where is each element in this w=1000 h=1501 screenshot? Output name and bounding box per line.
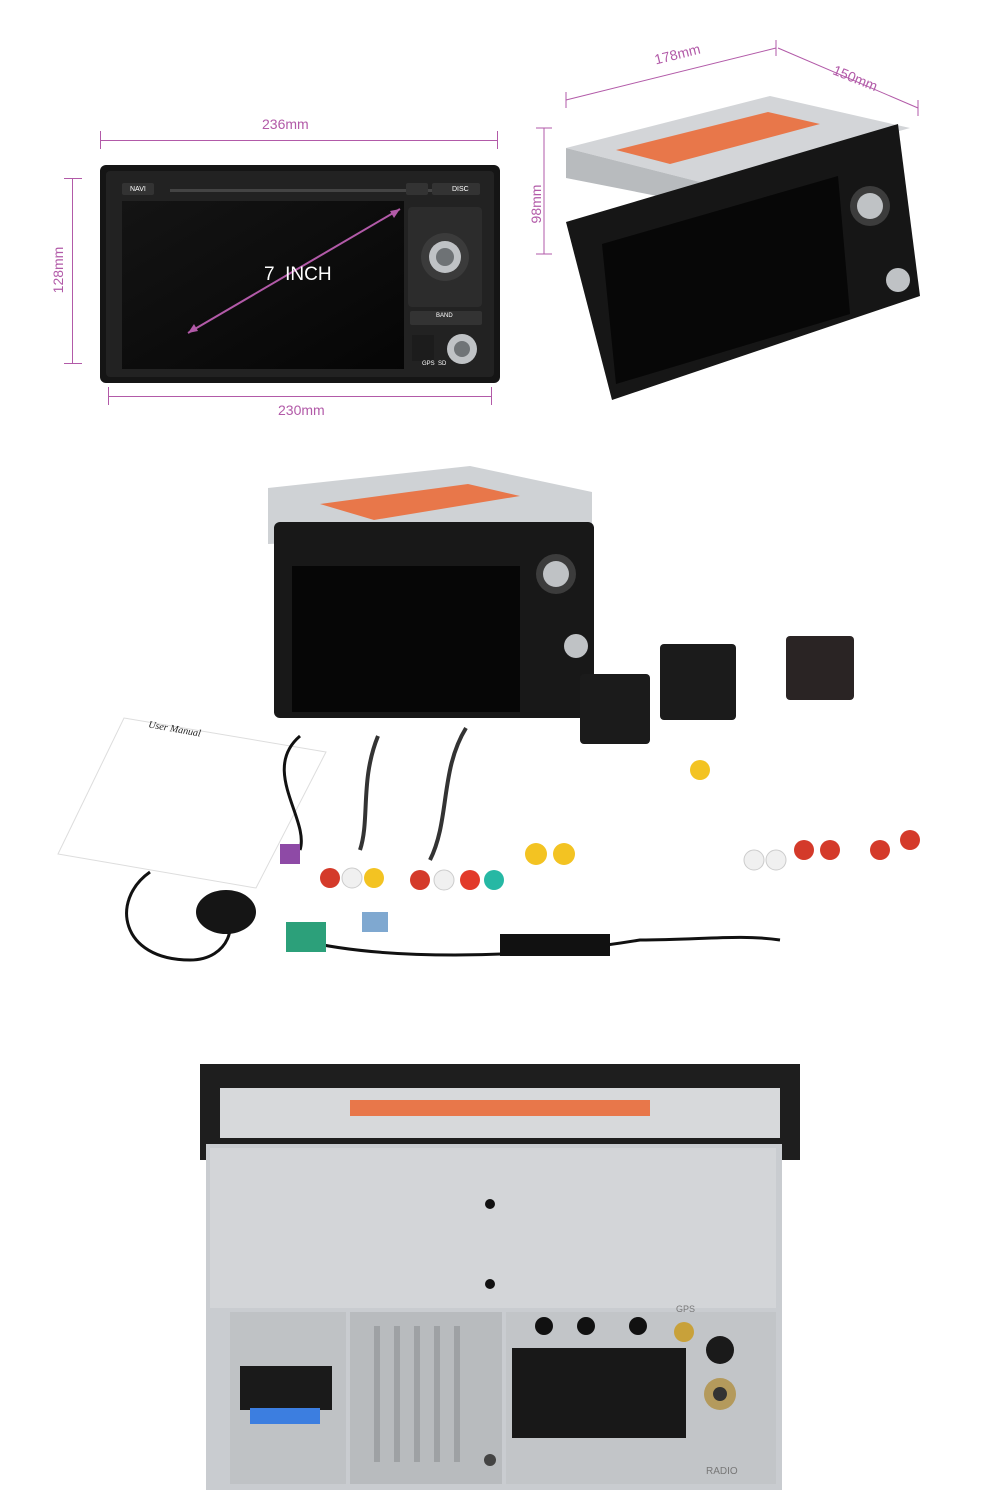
dim-front-width-bottom: 230mm bbox=[278, 402, 325, 418]
dim-depth-line bbox=[536, 40, 920, 400]
package-contents-panel: User Manual bbox=[0, 440, 1000, 1000]
band-label: BAND bbox=[436, 313, 453, 319]
dim-front-height: 128mm bbox=[50, 246, 66, 294]
dim-front-width-top: 236mm bbox=[262, 116, 309, 132]
sd-label: SD bbox=[438, 361, 447, 367]
screen-size-label: 7 INCH bbox=[264, 264, 332, 285]
navi-label: NAVI bbox=[130, 186, 146, 193]
dim-side-height: 98mm bbox=[528, 184, 544, 224]
dim-line-bottom bbox=[108, 396, 492, 397]
dim-line-left bbox=[72, 178, 73, 364]
rear-radio-label: RADIO bbox=[706, 1466, 738, 1477]
package-contents-image bbox=[57, 466, 920, 962]
rear-view-panel: GPS RADIO bbox=[200, 1064, 800, 1494]
disc-label: DISC bbox=[452, 186, 469, 193]
dim-line-top bbox=[100, 140, 498, 141]
gps-label: GPS bbox=[422, 361, 435, 367]
rear-gps-label: GPS bbox=[676, 1304, 696, 1314]
radio-front-unit bbox=[100, 165, 500, 383]
front-view-panel: 236mm 128mm 230mm bbox=[0, 0, 520, 430]
angled-view-panel: 178mm 150mm 98mm bbox=[520, 0, 1000, 430]
rear-chassis-image bbox=[200, 1064, 800, 1490]
